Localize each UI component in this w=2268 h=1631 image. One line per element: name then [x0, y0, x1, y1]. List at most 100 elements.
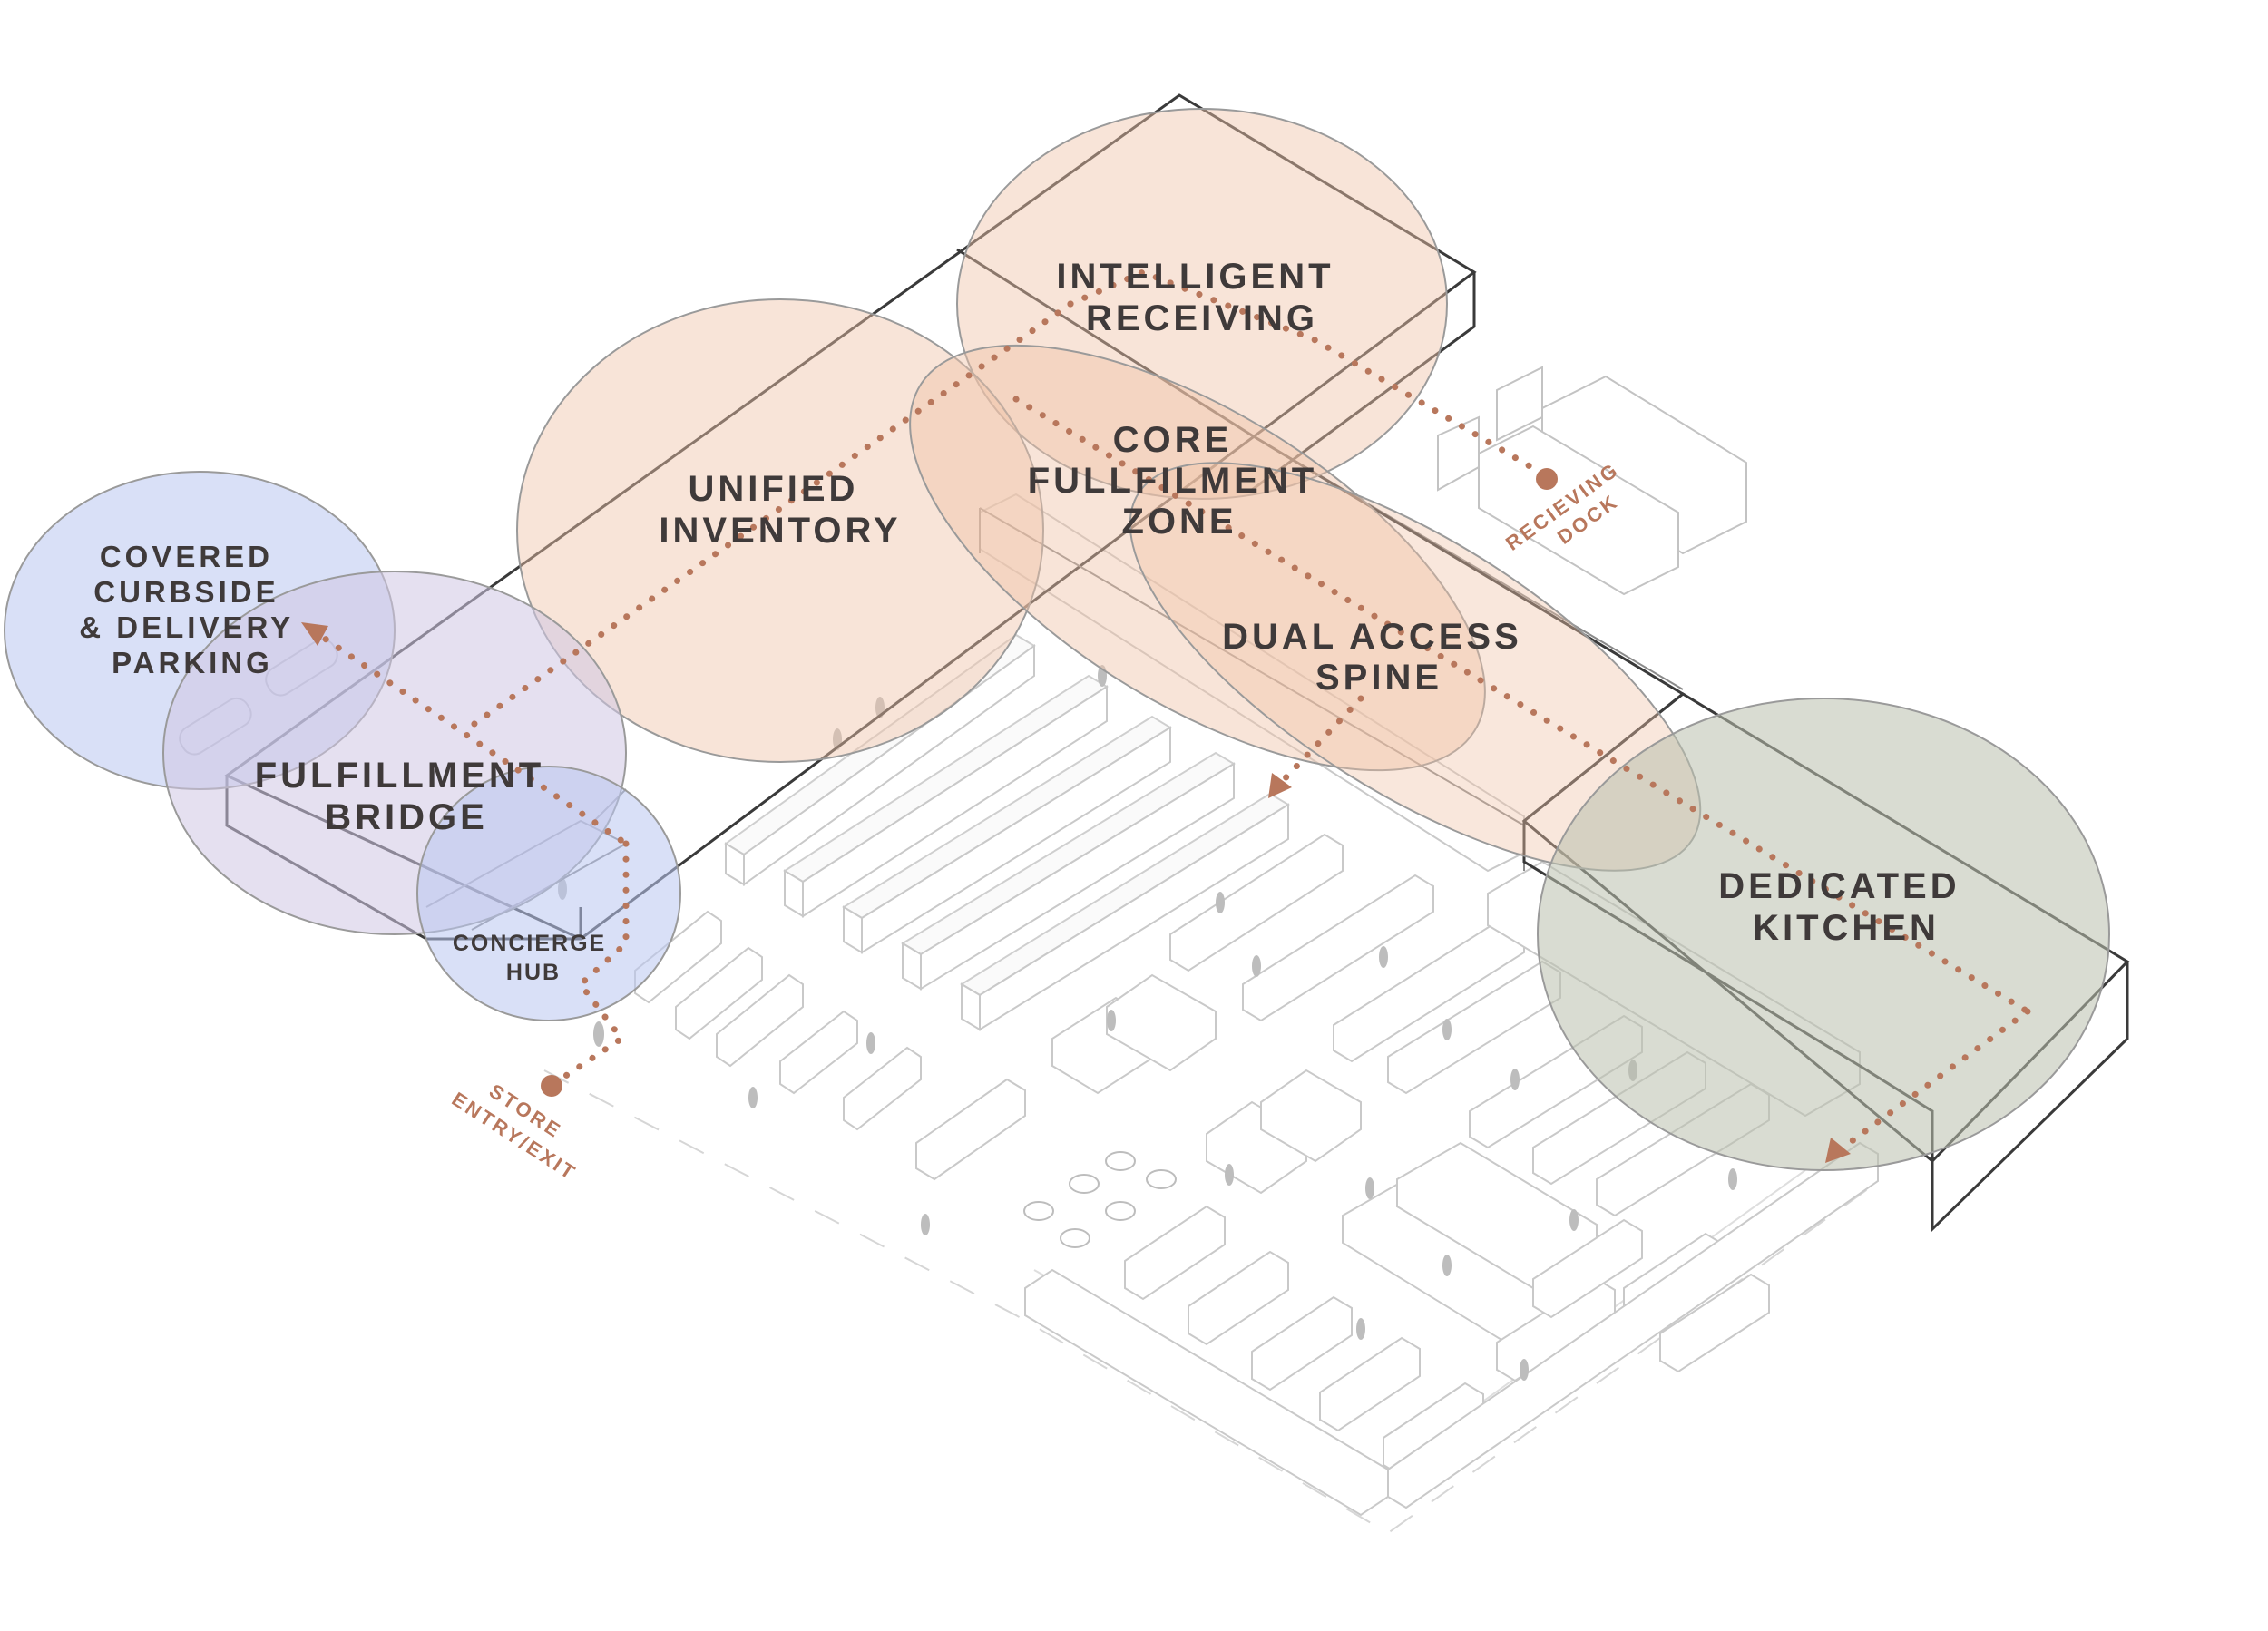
label-core-fulfillment: CORE FULLFILMENT ZONE: [1028, 420, 1332, 542]
path-core-to-kitchen: [1012, 396, 2031, 1015]
front-fixtures: [1024, 1141, 1879, 1517]
label-line: PARKING: [112, 646, 273, 679]
label-line: SPINE: [1315, 658, 1442, 698]
label-covered-curbside: COVERED CURBSIDE & DELIVERY PARKING: [79, 540, 305, 679]
gondola: [920, 762, 1235, 991]
arrow-to-curbside: [301, 622, 328, 646]
island: [1260, 1069, 1362, 1163]
gondola: [1242, 874, 1434, 1022]
shopper: [1107, 1010, 1116, 1031]
floor-edge-front: [543, 1069, 1870, 1535]
shopper: [866, 1032, 875, 1054]
flow-markers: [301, 468, 1851, 1163]
label-line: INTELLIGENT: [1056, 257, 1334, 297]
truck-cab: [1496, 366, 1543, 442]
label-line: ZONE: [1121, 502, 1237, 542]
island-cluster-left: [634, 910, 1026, 1181]
island: [843, 1046, 922, 1131]
label-intelligent-receiving: INTELLIGENT RECEIVING: [1056, 257, 1347, 338]
path-spine-to-floor: [1276, 695, 1364, 788]
flow-paths: [309, 269, 2031, 1156]
island: [634, 910, 722, 1004]
gondola: [1532, 1218, 1643, 1319]
label-line: FULFILLMENT: [255, 756, 545, 796]
label-line: COVERED: [100, 540, 273, 573]
label-dual-access-spine: DUAL ACCESS SPINE: [1222, 617, 1536, 698]
truck-cab: [1437, 415, 1480, 492]
label-fulfillment-bridge: FULFILLMENT BRIDGE: [255, 756, 559, 837]
zone-labels: INTELLIGENT RECEIVING CORE FULLFILMENT Z…: [79, 257, 1974, 985]
cafe-table: [1146, 1169, 1177, 1189]
arrow-to-floor: [1268, 773, 1292, 798]
shopper: [1356, 1318, 1365, 1340]
label-line: BRIDGE: [325, 797, 488, 837]
cooler-case: [1124, 1205, 1226, 1301]
entry-dot-icon: [541, 1075, 562, 1097]
kitchen-block-side: [1931, 962, 2129, 1233]
shopper: [748, 1087, 758, 1108]
label-line: HUB: [506, 960, 561, 985]
arrow-to-kitchen-counter: [1825, 1138, 1851, 1163]
shopper: [1510, 1069, 1520, 1090]
cooler-case: [1188, 1250, 1289, 1346]
shopper: [921, 1214, 930, 1235]
gondola: [861, 726, 1171, 954]
label-unified-inventory: UNIFIED INVENTORY: [659, 469, 901, 551]
mid-floor-fixtures: [1051, 833, 1770, 1217]
label-line: CORE: [1113, 420, 1233, 460]
label-line: FULLFILMENT: [1028, 461, 1318, 501]
cafe-table: [1105, 1151, 1136, 1171]
label-line: CURBSIDE: [93, 575, 279, 609]
label-concierge-hub: CONCIERGE HUB: [453, 931, 614, 985]
cafe-table: [1060, 1228, 1090, 1248]
shopper: [1216, 892, 1225, 913]
label-line: CONCIERGE: [453, 931, 606, 956]
shopper: [1520, 1359, 1529, 1381]
label-line: KITCHEN: [1753, 908, 1940, 948]
gondola-row-upper: [724, 633, 1290, 1031]
cafe-table: [1069, 1174, 1100, 1194]
island: [1106, 973, 1217, 1072]
shopper: [593, 1021, 604, 1047]
label-line: INVENTORY: [659, 511, 901, 551]
building-side-edge: [1251, 272, 1476, 492]
label-dedicated-kitchen: DEDICATED KITCHEN: [1718, 866, 1974, 948]
cafe-table: [1023, 1201, 1054, 1221]
gondola: [1169, 833, 1344, 972]
shopper: [1365, 1177, 1374, 1199]
gondola: [979, 803, 1289, 1031]
path-receiving-to-inventory: [468, 300, 1074, 729]
label-line: UNIFIED: [688, 469, 858, 509]
bubble-dual-access-spine: [1129, 463, 1701, 871]
cafe-table: [1105, 1201, 1136, 1221]
cooler-case: [1319, 1336, 1421, 1432]
gondola: [1659, 1273, 1770, 1373]
building-inner-ridge: [956, 248, 1253, 437]
shopper: [1442, 1019, 1452, 1040]
bubble-concierge-hub: [417, 767, 680, 1021]
dock-dot-icon: [1536, 468, 1558, 490]
island: [716, 973, 804, 1068]
shopper: [1252, 955, 1261, 977]
callout-store-entry: STORE ENTRY/EXIT: [448, 1065, 596, 1186]
label-line: RECEIVING: [1086, 298, 1318, 338]
path-receiving-to-dock: [1067, 269, 1550, 480]
shopper: [1379, 946, 1388, 968]
cooler-case: [1251, 1295, 1353, 1392]
label-line: & DELIVERY: [79, 610, 293, 644]
zone-bubbles: [4, 108, 2110, 1171]
shopper: [1442, 1255, 1452, 1276]
cafe-seating: [1023, 1151, 1177, 1248]
label-line: DEDICATED: [1718, 866, 1960, 906]
path-bridge-to-curbside: [309, 627, 630, 847]
island: [779, 1010, 858, 1095]
gondola: [802, 685, 1108, 918]
shopper: [1225, 1164, 1234, 1186]
island: [915, 1078, 1026, 1181]
bubble-intelligent-receiving: [957, 109, 1447, 499]
label-line: DUAL ACCESS: [1222, 617, 1522, 657]
shopper: [1728, 1168, 1737, 1190]
island: [675, 946, 763, 1040]
bubble-core-fulfillment: [910, 345, 1485, 771]
